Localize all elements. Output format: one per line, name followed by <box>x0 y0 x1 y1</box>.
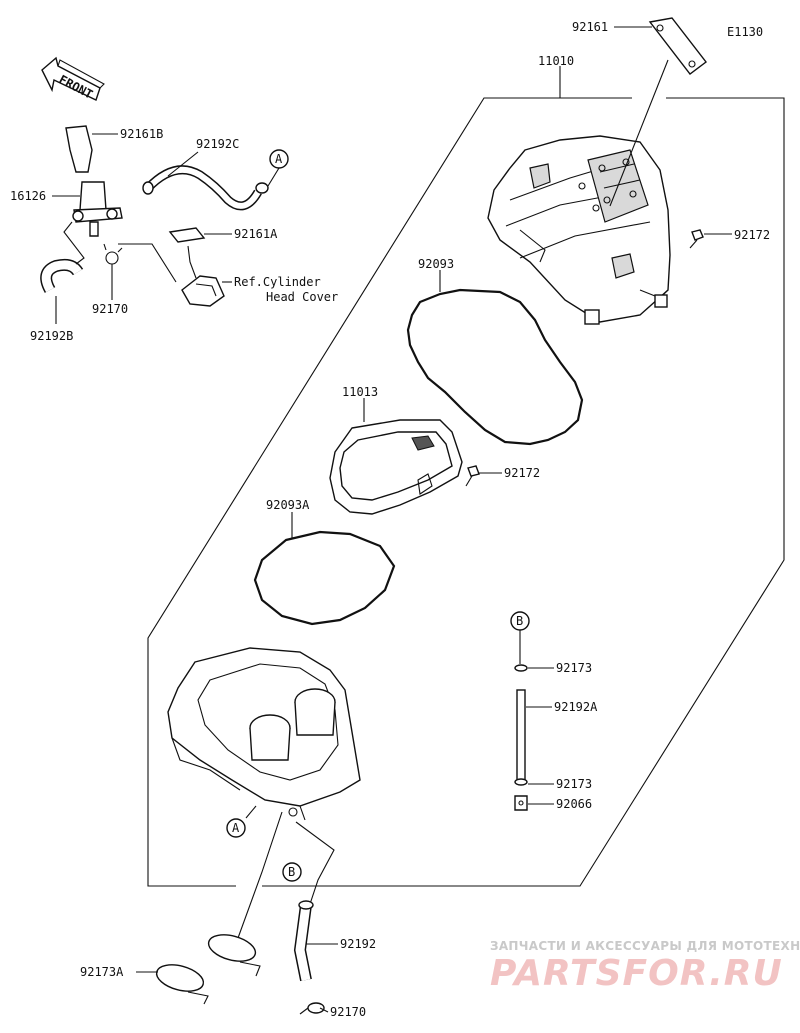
hose-92192A <box>516 689 526 781</box>
label-92172-mid: 92172 <box>504 466 540 480</box>
front-direction-arrow: FRONT <box>41 56 105 102</box>
assembly-boundary <box>147 97 785 887</box>
label-92161B: 92161B <box>120 127 163 141</box>
label-92192C: 92192C <box>196 137 239 151</box>
svg-text:B: B <box>516 614 523 628</box>
screw-92172-top <box>689 229 704 249</box>
label-92192A: 92192A <box>554 700 598 714</box>
watermark-logo: PARTSFOR.RU <box>490 953 783 994</box>
callout-A-bottom: A <box>226 818 246 838</box>
label-92093: 92093 <box>418 257 454 271</box>
a-leader <box>267 167 280 187</box>
bracket-92161B <box>65 125 93 173</box>
drain-leader <box>245 805 335 905</box>
label-ref-cylinder: Ref.Cylinder <box>234 275 321 289</box>
clamp-92170-top <box>103 243 123 265</box>
clamp-92173A <box>155 934 261 1005</box>
callout-B-bottom: B <box>282 862 302 882</box>
clamp-92173-top <box>514 664 528 672</box>
svg-text:B: B <box>288 865 295 879</box>
label-92170-bot: 92170 <box>330 1005 366 1019</box>
label-head-cover: Head Cover <box>266 290 338 304</box>
hose-92192C-inner <box>145 166 261 209</box>
connector-lines-left <box>63 221 197 283</box>
label-92192: 92192 <box>340 937 376 951</box>
label-92172-top: 92172 <box>734 228 770 242</box>
pair-valve-16126 <box>72 181 123 237</box>
clamp-92170-bot <box>299 1002 325 1015</box>
label-11013: 11013 <box>342 385 378 399</box>
airbox-upper-cover <box>487 135 671 325</box>
svg-text:A: A <box>275 152 283 166</box>
watermark-tagline: ЗАПЧАСТИ И АКСЕССУАРЫ ДЛЯ МОТОТЕХНИКИ <box>490 939 800 953</box>
hose-92192-inner <box>295 904 311 981</box>
clamp-92173-bot <box>514 778 528 786</box>
hose-92192B-inner <box>41 260 82 293</box>
label-92161: 92161 <box>572 20 608 34</box>
cap-92066 <box>514 795 528 811</box>
label-92170-top: 92170 <box>92 302 128 316</box>
label-92173-bot: 92173 <box>556 777 592 791</box>
callout-A-top: A <box>269 149 289 169</box>
label-16126: 16126 <box>10 189 46 203</box>
svg-text:A: A <box>232 821 240 835</box>
gasket-92093A <box>253 530 396 626</box>
air-filter-element <box>329 419 463 515</box>
label-92093A: 92093A <box>266 498 310 512</box>
label-leaders <box>52 26 732 1013</box>
diagram-code: E1130 <box>727 25 763 39</box>
gasket-92093 <box>406 288 584 446</box>
cylinder-head-cover-fitting <box>181 275 225 307</box>
label-92161A: 92161A <box>234 227 278 241</box>
part-92161-pad <box>648 17 707 75</box>
label-92173-top: 92173 <box>556 661 592 675</box>
label-92192B: 92192B <box>30 329 73 343</box>
label-92066: 92066 <box>556 797 592 811</box>
callout-B-top: B <box>510 611 530 631</box>
clamp-leader <box>229 811 283 961</box>
label-92173A: 92173A <box>80 965 124 979</box>
pad-92161A <box>168 227 206 243</box>
label-11010: 11010 <box>538 54 574 68</box>
airbox-lower-case <box>167 647 361 821</box>
screw-92172-mid <box>465 465 480 487</box>
